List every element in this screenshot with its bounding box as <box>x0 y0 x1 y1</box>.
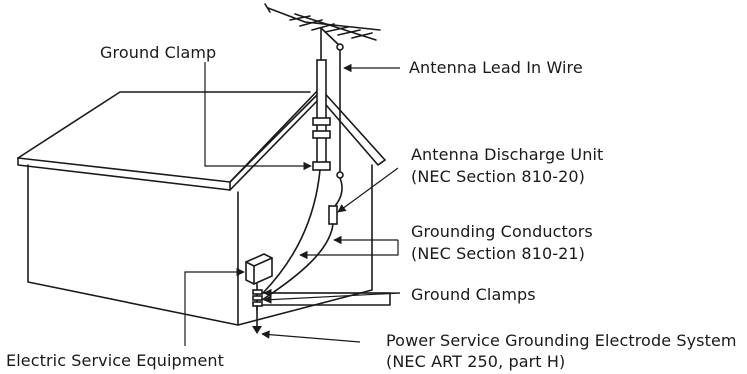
label-power-service-grounding-ref: (NEC ART 250, part H) <box>386 352 566 371</box>
leader-lines <box>184 62 401 346</box>
house-walls <box>27 164 391 326</box>
antenna-lead-in-wire <box>334 43 344 207</box>
label-grounding-conductors-ref: (NEC Section 810-21) <box>411 244 586 263</box>
label-antenna-lead-in-wire: Antenna Lead In Wire <box>409 58 583 77</box>
label-ground-clamp: Ground Clamp <box>100 43 217 62</box>
house-roof <box>17 87 386 191</box>
label-ground-clamps: Ground Clamps <box>411 285 536 304</box>
grounding-conductors <box>261 169 334 301</box>
electric-service-equipment <box>245 253 273 334</box>
antenna-discharge-unit <box>328 205 338 225</box>
label-electric-service-equipment: Electric Service Equipment <box>6 351 225 370</box>
label-power-service-grounding: Power Service Grounding Electrode System <box>386 331 737 350</box>
antenna-mast <box>264 3 381 171</box>
label-antenna-discharge-unit-ref: (NEC Section 810-20) <box>411 167 586 186</box>
label-antenna-discharge-unit: Antenna Discharge Unit <box>411 145 604 164</box>
label-grounding-conductors: Grounding Conductors <box>411 222 593 241</box>
